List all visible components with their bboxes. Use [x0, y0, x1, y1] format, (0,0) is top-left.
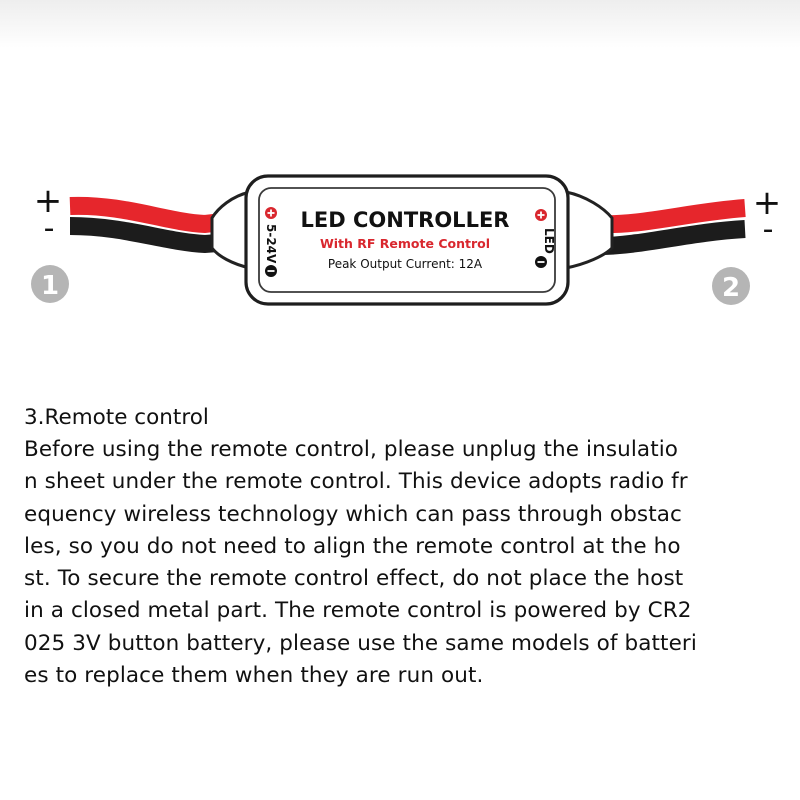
- instruction-line: les, so you do not need to align the rem…: [24, 533, 681, 559]
- controller-title: LED CONTROLLER: [301, 208, 510, 232]
- instruction-line: equency wireless technology which can pa…: [24, 501, 682, 527]
- instruction-line: in a closed metal part. The remote contr…: [24, 598, 692, 624]
- input-badge-circle: [31, 265, 69, 303]
- remote-control-instructions: 3.Remote control Before using the remote…: [24, 402, 784, 692]
- controller-right-sleeve: [564, 190, 614, 270]
- instruction-line: Before using the remote control, please …: [24, 437, 679, 462]
- led-controller-wiring-diagram: + - + - LED CONTROLLER With RF Remote Co…: [31, 174, 782, 306]
- left-minus-sign: -: [44, 211, 55, 246]
- left-red-wire: [69, 196, 260, 234]
- output-led-label: LED: [542, 228, 556, 254]
- instruction-line: es to replace them when they are run out…: [24, 663, 484, 689]
- output-badge-number: 2: [722, 273, 740, 303]
- controller-subtitle: With RF Remote Control: [320, 236, 490, 251]
- controller-label-panel: [258, 187, 556, 293]
- left-black-wire: [69, 217, 259, 254]
- instruction-line: st. To secure the remote control effect,…: [24, 566, 684, 592]
- instruction-line: n sheet under the remote control. This d…: [24, 469, 688, 495]
- instruction-line: 025 3V button battery, please use the sa…: [24, 630, 697, 656]
- controller-left-sleeve: [210, 190, 252, 270]
- controller-spec: Peak Output Current: 12A: [328, 257, 483, 271]
- right-minus-sign: -: [763, 212, 774, 247]
- input-badge-number: 1: [41, 271, 59, 301]
- output-badge-circle: [712, 267, 750, 305]
- input-voltage-label: 5-24V: [264, 224, 278, 264]
- top-shadow-band: [0, 0, 800, 48]
- right-plus-sign: +: [753, 183, 782, 223]
- section-heading: 3.Remote control: [24, 405, 209, 430]
- left-plus-sign: +: [34, 181, 63, 221]
